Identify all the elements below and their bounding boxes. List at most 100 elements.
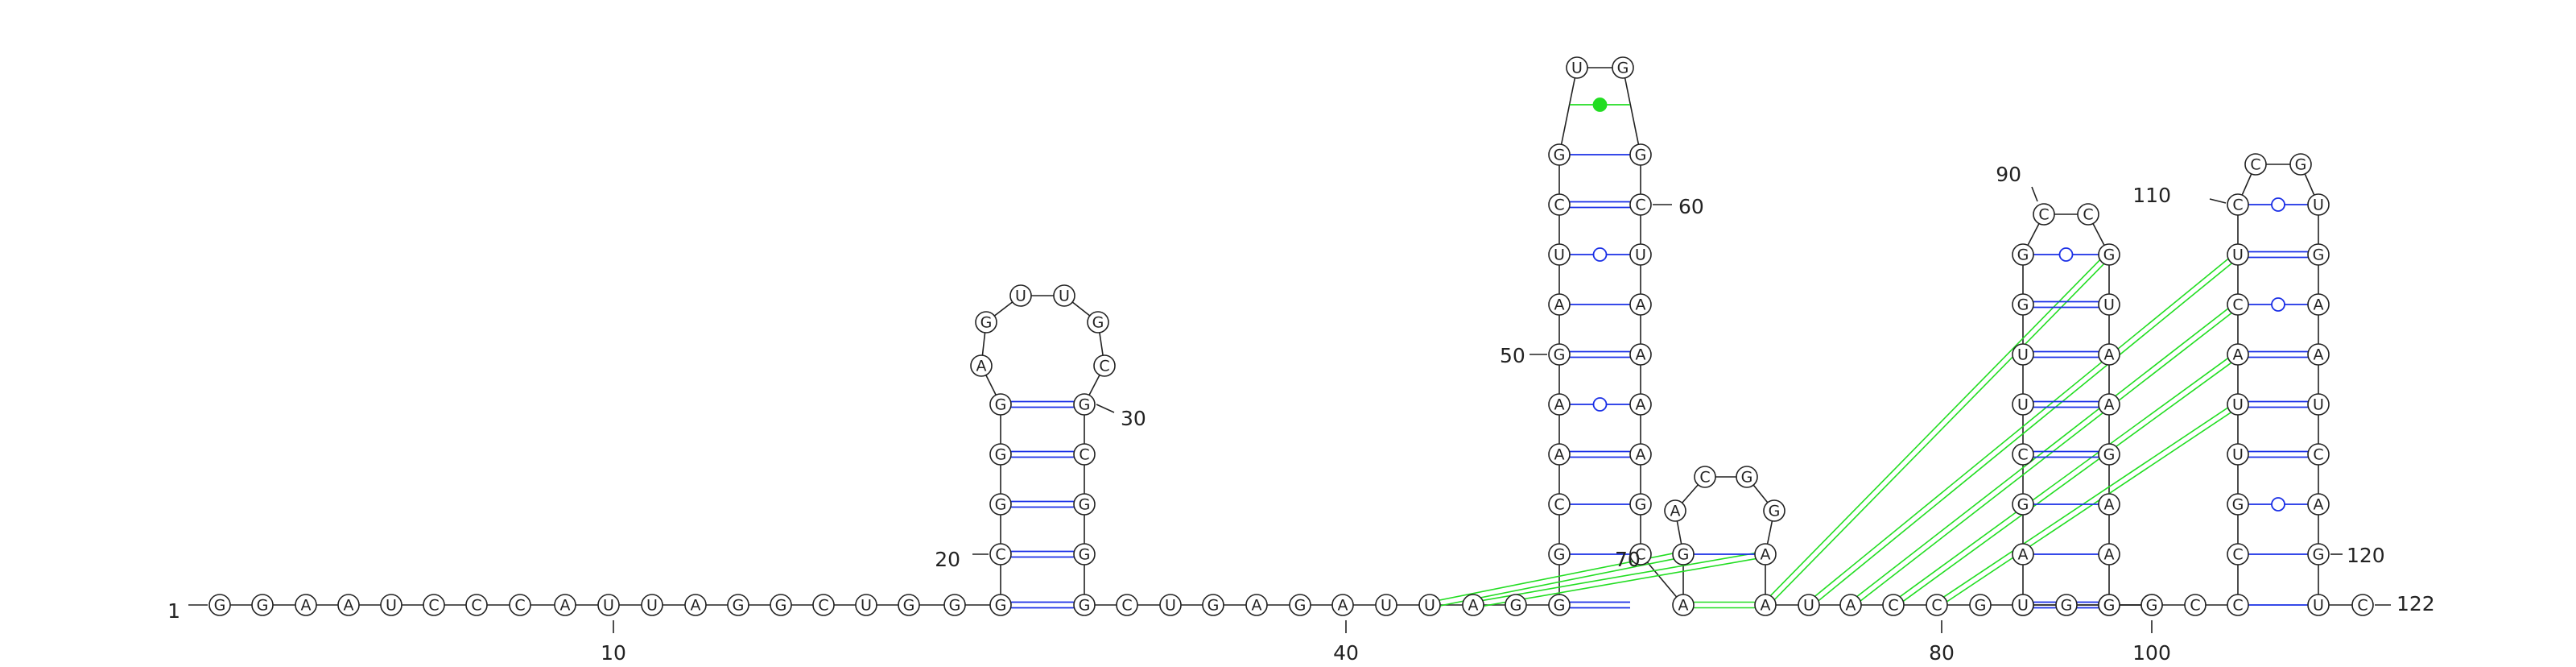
nucleotide-letter: U xyxy=(2313,597,2324,615)
nucleotide-letter: G xyxy=(2103,246,2116,264)
wobble-pair-marker xyxy=(2271,497,2285,512)
nucleotide-circle xyxy=(2098,493,2120,516)
nucleotide-letter: A xyxy=(2104,546,2115,564)
nucleotide-circle xyxy=(380,594,402,616)
nucleotide-60: A xyxy=(1629,293,1652,316)
nucleotide-61: A xyxy=(1629,343,1652,366)
nucleotide-119: C xyxy=(2307,443,2330,466)
nucleotide-113: G xyxy=(2289,153,2312,176)
nucleotide-circle xyxy=(337,594,360,616)
nucleotide-letter: U xyxy=(2313,197,2324,214)
nucleotide-letter: A xyxy=(976,358,987,375)
nucleotide-27: U xyxy=(1053,284,1075,307)
nucleotide-letter: G xyxy=(733,597,745,615)
nucleotide-123: C xyxy=(2351,594,2374,616)
nucleotide-letter: A xyxy=(1554,396,1565,414)
nucleotide-48: A xyxy=(1548,443,1571,466)
nucleotide-letter: C xyxy=(514,597,525,615)
nucleotide-43: A xyxy=(1462,594,1484,616)
nucleotide-87: U xyxy=(2012,393,2034,416)
index-label-120: 120 xyxy=(2347,544,2385,567)
nucleotide-72: A xyxy=(1754,543,1777,566)
nucleotide-circle xyxy=(989,493,1012,516)
nucleotide-circle xyxy=(1672,594,1695,616)
nucleotide-circle xyxy=(1548,293,1571,316)
pseudoknot-pair-7 xyxy=(1934,401,2237,603)
nucleotide-circle xyxy=(2307,594,2330,616)
nucleotide-letter: U xyxy=(1635,246,1646,264)
nucleotide-36: U xyxy=(1159,594,1182,616)
nucleotide-circle xyxy=(2307,443,2330,466)
nucleotide-circle xyxy=(770,594,792,616)
nucleotide-94: U xyxy=(2098,293,2120,316)
nucleotide-letter: G xyxy=(1554,147,1566,164)
nucleotide-letter: G xyxy=(2017,496,2029,514)
nucleotide-letter: A xyxy=(2104,496,2115,514)
nucleotide-112: C xyxy=(2244,153,2267,176)
nucleotide-letter: G xyxy=(775,597,787,615)
position-label-10: 10 xyxy=(601,641,626,665)
nucleotide-circle xyxy=(1073,443,1096,466)
nucleotide-circle xyxy=(2055,594,2078,616)
nucleotide-circle xyxy=(2012,443,2034,466)
nucleotide-letter: U xyxy=(2017,597,2029,615)
label-layer: 1 20 30 50 60 70 90 110 120 122 10 40 80… xyxy=(167,163,2435,665)
nucleotide-53: C xyxy=(1548,193,1571,216)
nucleotide-circle xyxy=(1116,594,1138,616)
nucleotide-circle xyxy=(1754,594,1777,616)
nucleotide-circle xyxy=(597,594,620,616)
nucleotide-83: U xyxy=(2012,594,2034,616)
nucleotide-circle xyxy=(970,354,993,377)
nucleotide-56: G xyxy=(1612,56,1634,79)
nucleotide-circle xyxy=(1375,594,1397,616)
nucleotide-35: C xyxy=(1116,594,1138,616)
nucleotide-37: G xyxy=(1202,594,1224,616)
nucleotide-circle xyxy=(1839,594,1862,616)
nucleotide-90: G xyxy=(2012,243,2034,266)
nucleotide-letter: U xyxy=(646,597,658,615)
nucleotide-letter: G xyxy=(2146,597,2158,615)
nucleotide-letter: A xyxy=(2104,396,2115,414)
nucleotide-57: G xyxy=(1629,143,1652,166)
nucleotide-letter: G xyxy=(1079,546,1091,564)
nucleotide-59: U xyxy=(1629,243,1652,266)
nucleotide-letter: A xyxy=(2233,346,2244,364)
nucleotide-letter: G xyxy=(1769,503,1781,520)
nucleotide-103: C xyxy=(2227,594,2249,616)
nucleotide-30: G xyxy=(1073,393,1096,416)
nucleotide-114: U xyxy=(2307,193,2330,216)
nucleotide-circle xyxy=(2098,293,2120,316)
nucleotide-circle xyxy=(2098,543,2120,566)
nucleotide-52: U xyxy=(1548,243,1571,266)
nucleotide-circle xyxy=(1672,543,1695,566)
nucleotide-12: A xyxy=(684,594,707,616)
nucleotide-circle xyxy=(2012,343,2034,366)
index-tick-110 xyxy=(2209,198,2227,204)
nucleotide-circle xyxy=(1763,499,1785,522)
nucleotide-28: G xyxy=(1087,311,1109,334)
nucleotide-letter: C xyxy=(818,597,828,615)
nucleotide-letter: C xyxy=(995,546,1005,564)
pseudoknot-pair-4 xyxy=(1806,251,2237,603)
nucleotide-55: U xyxy=(1566,56,1588,79)
nucleotide-letter: G xyxy=(1554,546,1566,564)
pseudoknot-pair-7 xyxy=(1938,406,2240,608)
nucleotide-116: A xyxy=(2307,293,2330,316)
nucleotide-76: C xyxy=(1882,594,1905,616)
nucleotide-circle xyxy=(1694,466,1716,488)
nucleotide-circle xyxy=(1629,143,1652,166)
nucleotide-letter: A xyxy=(691,597,701,615)
nucleotide-circle xyxy=(2098,594,2120,616)
nucleotide-circle xyxy=(2307,293,2330,316)
nucleotide-circle xyxy=(1548,543,1571,566)
nucleotide-letter: A xyxy=(301,597,312,615)
nucleotide-117: A xyxy=(2307,343,2330,366)
nucleotide-letter: U xyxy=(2103,296,2115,314)
nucleotide-letter: C xyxy=(428,597,439,615)
nucleotide-letter: G xyxy=(1975,597,1987,615)
nucleotide-letter: C xyxy=(1931,597,1942,615)
pseudoknot-pair-4 xyxy=(1810,256,2240,608)
nucleotide-letter: C xyxy=(1554,496,1564,514)
position-label-80: 80 xyxy=(1929,641,1955,665)
